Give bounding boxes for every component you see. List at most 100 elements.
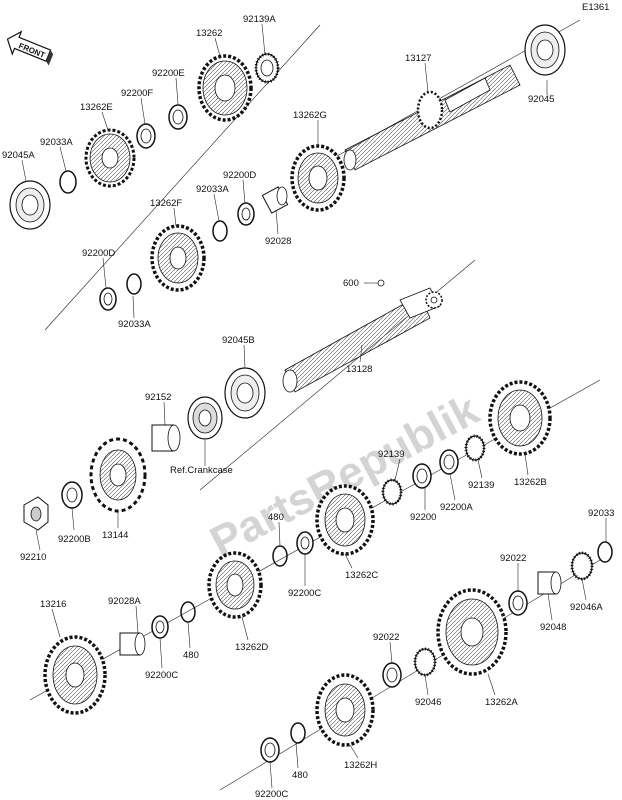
- label-92200C-c: 92200C: [255, 789, 288, 800]
- label-92200E: 92200E: [152, 68, 185, 79]
- label-92200D-low: 92200D: [82, 248, 115, 259]
- needle-bearing-92046[interactable]: [413, 647, 437, 677]
- washer-92200C-b[interactable]: [151, 615, 169, 639]
- bushing-92028[interactable]: [261, 186, 289, 214]
- label-92033A-low: 92033A: [118, 319, 151, 330]
- circlip-92033A-low[interactable]: [126, 273, 142, 295]
- needle-bearing-92139[interactable]: [381, 478, 403, 506]
- label-13262: 13262: [196, 28, 222, 39]
- label-92045A: 92045A: [2, 150, 35, 161]
- shaft-13127[interactable]: [343, 64, 521, 171]
- needle-bearing-92139A[interactable]: [254, 52, 280, 84]
- gear-13262H[interactable]: [315, 673, 375, 747]
- label-13262H: 13262H: [344, 760, 377, 771]
- gear-13262D[interactable]: [207, 551, 263, 619]
- label-92200C-a: 92200C: [288, 588, 321, 599]
- bearing-92045A[interactable]: [9, 180, 51, 230]
- axis-line-bottom: [219, 559, 601, 791]
- gear-13262F[interactable]: [150, 224, 206, 292]
- gear-13262B[interactable]: [488, 380, 552, 456]
- label-13127: 13127: [405, 53, 431, 64]
- label-13144: 13144: [102, 530, 128, 541]
- circlip-92033[interactable]: [597, 541, 613, 563]
- label-92200F: 92200F: [121, 88, 153, 99]
- bearing-92045[interactable]: [524, 24, 566, 76]
- label-480-c: 480: [292, 770, 308, 781]
- label-92200C-b: 92200C: [145, 670, 178, 681]
- needle-bearing-92046A[interactable]: [570, 551, 594, 581]
- nut-92210[interactable]: [23, 496, 49, 531]
- circlip-92033A-top[interactable]: [59, 170, 77, 194]
- washer-92200B[interactable]: [61, 481, 83, 509]
- front-arrow-icon: FRONT: [6, 30, 54, 66]
- label-92048: 92048: [540, 622, 566, 633]
- circlip-480-a[interactable]: [272, 545, 288, 567]
- gear-13262E[interactable]: [84, 128, 136, 188]
- label-92045: 92045: [528, 94, 554, 105]
- circlip-480-b[interactable]: [180, 601, 196, 623]
- label-92033A-top: 92033A: [40, 137, 73, 148]
- label-92022-a: 92022: [500, 553, 526, 564]
- washer-92200C-a[interactable]: [296, 531, 314, 555]
- label-480-a: 480: [268, 512, 284, 523]
- gear-13262A[interactable]: [436, 588, 508, 676]
- washer-92200D-low[interactable]: [99, 287, 117, 311]
- oil-seal[interactable]: [187, 396, 223, 440]
- bushing-92028A[interactable]: [119, 632, 146, 656]
- circlip-92033A-mid[interactable]: [212, 220, 228, 242]
- washer-92200C-c[interactable]: [260, 737, 280, 763]
- label-92045B: 92045B: [222, 335, 255, 346]
- label-92033A-mid: 92033A: [196, 184, 229, 195]
- label-13216: 13216: [40, 599, 66, 610]
- bearing-92045B[interactable]: [224, 367, 266, 419]
- label-13262B: 13262B: [514, 477, 547, 488]
- marker-600: [364, 279, 385, 287]
- gear-13262C[interactable]: [315, 484, 375, 556]
- label-13262G: 13262G: [293, 110, 327, 121]
- sprocket-13144[interactable]: [89, 437, 147, 513]
- gear-13262G[interactable]: [290, 144, 346, 212]
- diagram-code: E1361: [582, 2, 609, 13]
- shaft-13128[interactable]: [282, 287, 441, 393]
- label-13262A: 13262A: [485, 697, 518, 708]
- gear-13216[interactable]: [43, 635, 107, 715]
- label-600: 600: [343, 278, 359, 289]
- washer-92022-b[interactable]: [382, 662, 402, 688]
- label-92200D-mid: 92200D: [223, 170, 256, 181]
- leader-lines: [21, 23, 607, 789]
- label-92139-right: 92139: [468, 480, 494, 491]
- label-92022-b: 92022: [373, 632, 399, 643]
- label-92139: 92139: [378, 449, 404, 460]
- needle-bearing-92139-right[interactable]: [464, 434, 486, 462]
- label-92033: 92033: [588, 508, 614, 519]
- label-13262C: 13262C: [345, 570, 378, 581]
- collar-92152[interactable]: [151, 424, 181, 452]
- washer-92200D-mid[interactable]: [237, 202, 255, 226]
- label-92046: 92046: [415, 697, 441, 708]
- washer-92200[interactable]: [412, 463, 432, 489]
- label-92028A: 92028A: [108, 596, 141, 607]
- label-13262D: 13262D: [235, 642, 268, 653]
- label-92210: 92210: [20, 552, 46, 563]
- label-ref-crankcase: Ref.Crankcase: [170, 465, 233, 476]
- collar-92048[interactable]: [537, 571, 562, 595]
- washer-92200E[interactable]: [168, 104, 188, 130]
- label-92152: 92152: [145, 392, 171, 403]
- label-92200A: 92200A: [440, 502, 473, 513]
- label-480-b: 480: [183, 650, 199, 661]
- label-92200B: 92200B: [58, 534, 91, 545]
- washer-92200F[interactable]: [136, 123, 156, 149]
- label-92046A: 92046A: [570, 602, 603, 613]
- circlip-480-c[interactable]: [290, 722, 306, 744]
- sealant-gear-icon: [425, 291, 443, 309]
- washer-92200A[interactable]: [439, 449, 459, 475]
- label-92139A: 92139A: [243, 14, 276, 25]
- washer-92022-a[interactable]: [508, 590, 528, 616]
- label-13262E: 13262E: [80, 102, 113, 113]
- label-13128: 13128: [346, 364, 372, 375]
- gear-13262[interactable]: [197, 54, 253, 122]
- label-92028: 92028: [265, 236, 291, 247]
- label-92200: 92200: [410, 512, 436, 523]
- label-13262F: 13262F: [150, 198, 182, 209]
